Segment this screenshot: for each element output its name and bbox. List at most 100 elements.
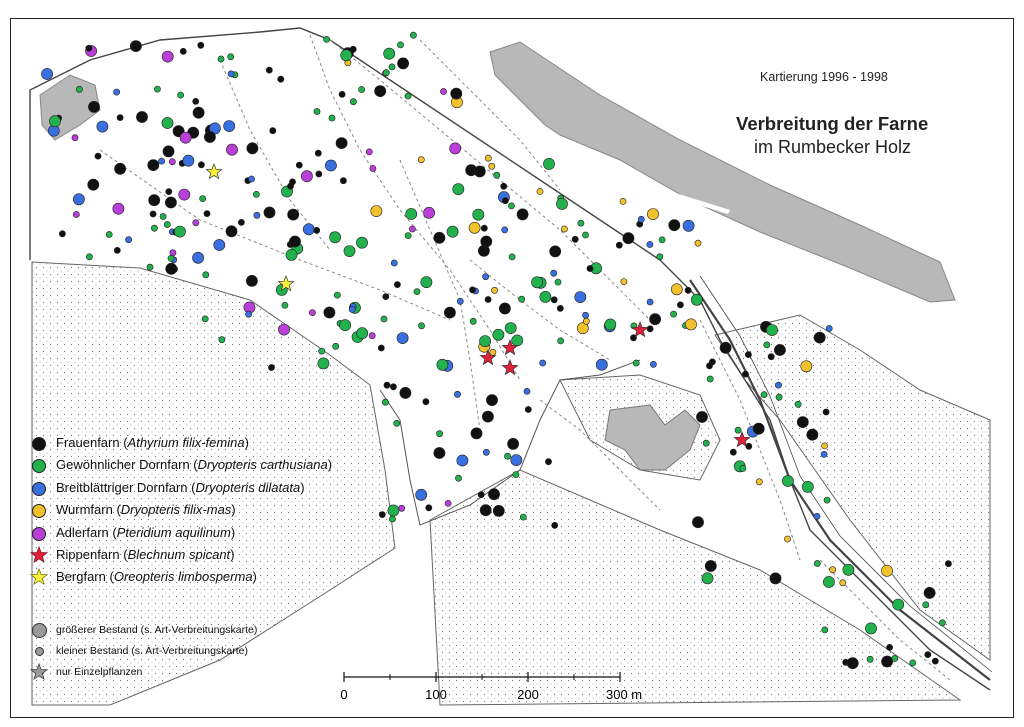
fern-marker bbox=[285, 248, 298, 261]
fern-marker bbox=[488, 162, 496, 170]
fern-marker bbox=[383, 47, 396, 60]
fern-occurrence-markers bbox=[41, 31, 952, 670]
fern-marker bbox=[149, 210, 157, 218]
fern-marker bbox=[825, 325, 833, 332]
fern-marker bbox=[398, 504, 406, 512]
fern-marker bbox=[278, 323, 290, 336]
fern-marker bbox=[237, 218, 245, 226]
fern-marker bbox=[213, 239, 226, 251]
fern-marker bbox=[866, 655, 874, 663]
fern-marker bbox=[71, 134, 79, 142]
river-flow-arrow bbox=[640, 180, 730, 214]
fern-marker bbox=[356, 327, 369, 340]
fern-marker bbox=[41, 68, 53, 80]
fern-marker bbox=[94, 152, 102, 160]
fern-marker bbox=[775, 393, 783, 401]
fern-marker bbox=[136, 111, 148, 123]
building bbox=[604, 404, 701, 471]
legend-name: Frauenfarn bbox=[56, 435, 120, 450]
fern-marker bbox=[382, 293, 390, 300]
fern-marker bbox=[418, 322, 425, 330]
fern-marker bbox=[501, 226, 509, 234]
fern-marker bbox=[498, 302, 511, 315]
fern-marker bbox=[719, 341, 732, 354]
fern-marker bbox=[335, 137, 348, 149]
fern-marker bbox=[820, 450, 828, 458]
fern-marker bbox=[125, 236, 133, 244]
legend-item-rippenfarn: Rippenfarn (Blechnum spicant) bbox=[30, 544, 332, 566]
fern-marker bbox=[389, 383, 397, 391]
fern-marker bbox=[484, 154, 492, 162]
fern-marker bbox=[179, 131, 192, 144]
fern-marker bbox=[422, 398, 430, 406]
fern-marker bbox=[168, 158, 176, 166]
fern-marker bbox=[682, 219, 695, 232]
fern-marker bbox=[477, 491, 485, 499]
fern-marker bbox=[782, 475, 794, 487]
fern-marker bbox=[287, 208, 300, 221]
fern-marker bbox=[318, 347, 326, 355]
fern-marker bbox=[881, 655, 893, 668]
fern-marker bbox=[409, 31, 417, 39]
fern-marker bbox=[300, 170, 313, 183]
legend-latin: Dryopteris filix-mas bbox=[120, 502, 232, 518]
fern-marker bbox=[72, 211, 80, 218]
fern-marker bbox=[701, 572, 714, 585]
fern-marker bbox=[404, 92, 412, 100]
fern-marker bbox=[277, 75, 285, 83]
yellow-star-icon bbox=[30, 568, 48, 586]
fern-marker bbox=[508, 202, 515, 210]
fern-marker bbox=[397, 57, 409, 70]
legend-swatch-adlerfarn bbox=[32, 526, 46, 541]
fern-marker bbox=[821, 442, 828, 450]
fern-marker bbox=[829, 566, 837, 574]
size-legend: größerer Bestand (s. Art-Verbreitungskar… bbox=[30, 620, 257, 683]
fern-marker bbox=[479, 335, 491, 348]
star-marker bbox=[631, 321, 649, 338]
legend-item-breitblaettriger-dornfarn: Breitblättriger Dornfarn (Dryopteris dil… bbox=[30, 477, 332, 499]
fern-marker bbox=[368, 332, 376, 340]
fern-marker bbox=[253, 211, 261, 219]
fern-marker bbox=[396, 332, 409, 344]
river bbox=[489, 41, 956, 303]
fern-marker bbox=[76, 85, 83, 93]
fern-marker bbox=[745, 442, 753, 450]
fern-marker bbox=[116, 114, 124, 121]
legend-latin: Blechnum spicant bbox=[127, 546, 231, 562]
fern-marker bbox=[479, 504, 492, 517]
fern-marker bbox=[159, 213, 167, 220]
fern-marker bbox=[161, 50, 174, 63]
fern-marker bbox=[745, 351, 752, 358]
fern-marker bbox=[543, 157, 555, 170]
survey-period: Kartierung 1996 - 1998 bbox=[760, 70, 888, 84]
fern-marker bbox=[739, 465, 747, 472]
fern-marker bbox=[377, 344, 385, 352]
fern-marker bbox=[763, 341, 771, 349]
fern-marker bbox=[456, 297, 464, 305]
scale-tick-300: 300 m bbox=[606, 687, 642, 702]
fern-marker bbox=[378, 511, 386, 518]
scale-tick-100: 100 bbox=[425, 687, 447, 702]
fern-marker bbox=[197, 41, 205, 49]
fern-marker bbox=[709, 358, 716, 366]
fern-marker bbox=[554, 278, 562, 286]
fern-marker bbox=[704, 560, 717, 572]
forest-boundary bbox=[29, 27, 991, 691]
fern-marker bbox=[615, 241, 623, 249]
fern-marker bbox=[388, 63, 396, 71]
fern-marker bbox=[199, 195, 207, 202]
fern-marker bbox=[576, 322, 589, 335]
fern-marker bbox=[658, 236, 666, 244]
fern-marker bbox=[182, 154, 195, 167]
map-frame bbox=[10, 18, 1014, 718]
fern-marker bbox=[620, 278, 628, 285]
fern-marker bbox=[436, 358, 449, 371]
fern-marker bbox=[729, 448, 737, 456]
fern-marker bbox=[265, 66, 273, 74]
fern-marker bbox=[246, 142, 259, 155]
scale-bar: 0 100 200 300 m bbox=[340, 672, 642, 702]
legend-latin: Oreopteris limbosperma bbox=[113, 569, 253, 585]
fern-marker bbox=[582, 317, 590, 325]
fern-marker bbox=[454, 390, 461, 398]
